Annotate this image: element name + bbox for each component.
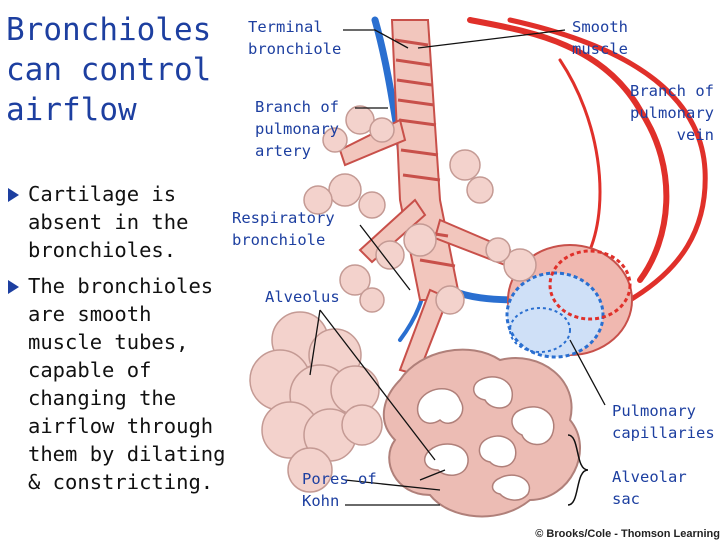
label-line: Terminal xyxy=(248,18,323,36)
label-line: Alveolus xyxy=(265,288,340,306)
bullet-line: The bronchioles xyxy=(28,274,214,298)
bullet-line: Cartilage is xyxy=(28,182,177,206)
bullet-line: muscle tubes, xyxy=(28,330,189,354)
copyright-credit: © Brooks/Cole - Thomson Learning xyxy=(535,528,720,540)
label-line: Kohn xyxy=(302,492,340,510)
bullet-line: changing the xyxy=(28,386,177,410)
label-line: artery xyxy=(255,142,311,160)
label-terminal-bronchiole: Terminal bronchiole xyxy=(248,16,341,60)
pulmonary-vein xyxy=(467,17,708,303)
bullet-line: are smooth xyxy=(28,302,152,326)
label-pulmonary-capillaries: Pulmonary capillaries xyxy=(612,400,715,444)
label-line: Pulmonary xyxy=(612,402,696,420)
label-line: bronchiole xyxy=(248,40,342,58)
bullet-line: absent in the xyxy=(28,210,189,234)
alveolus-cluster xyxy=(249,311,383,493)
label-line: muscle xyxy=(572,40,628,58)
title-line-2: can control xyxy=(6,52,212,88)
label-line: Respiratory xyxy=(232,209,335,227)
leader-lines xyxy=(309,29,606,506)
label-line: sac xyxy=(612,490,640,508)
label-line: Pores of xyxy=(302,470,377,488)
label-line: pulmonary xyxy=(630,104,714,122)
bullet-line: them by dilating xyxy=(28,442,226,466)
bullet-line: & constricting. xyxy=(28,470,214,494)
label-line: Smooth xyxy=(572,18,628,36)
label-line: capillaries xyxy=(612,424,715,442)
label-line: Branch of xyxy=(255,98,339,116)
sac-brace xyxy=(567,434,589,506)
bullet-arrow-icon xyxy=(8,280,19,294)
bullet-list: Cartilage is absent in the bronchioles. … xyxy=(6,180,226,504)
label-respiratory-bronchiole: Respiratory bronchiole xyxy=(232,207,335,251)
label-line: Alveolar xyxy=(612,468,687,486)
slide-title: Bronchioles can control airflow xyxy=(6,10,236,130)
label-smooth-muscle: Smooth muscle xyxy=(572,16,628,60)
label-branch-pulmonary-artery: Branch of pulmonary artery xyxy=(255,96,339,162)
label-branch-pulmonary-vein: Branch of pulmonary vein xyxy=(612,80,714,146)
bullet-smooth-muscle: The bronchioles are smooth muscle tubes,… xyxy=(6,272,226,496)
label-line: pulmonary xyxy=(255,120,339,138)
bullet-line: airflow through xyxy=(28,414,214,438)
capillary-network xyxy=(505,244,633,359)
label-alveolar-sac: Alveolar sac xyxy=(612,466,687,510)
alveolar-sac xyxy=(382,348,581,518)
bullet-arrow-icon xyxy=(8,188,19,202)
label-line: Branch of xyxy=(630,82,714,100)
bullet-line: bronchioles. xyxy=(28,238,177,262)
label-pores-of-kohn: Pores of Kohn xyxy=(302,468,377,512)
label-alveolus: Alveolus xyxy=(265,286,340,308)
alveolar-bulbs xyxy=(303,105,537,315)
title-line-3: airflow xyxy=(6,92,137,128)
label-line: vein xyxy=(676,126,714,144)
bullet-cartilage: Cartilage is absent in the bronchioles. xyxy=(6,180,226,264)
bullet-line: capable of xyxy=(28,358,152,382)
label-line: bronchiole xyxy=(232,231,326,249)
title-line-1: Bronchioles xyxy=(6,12,212,48)
